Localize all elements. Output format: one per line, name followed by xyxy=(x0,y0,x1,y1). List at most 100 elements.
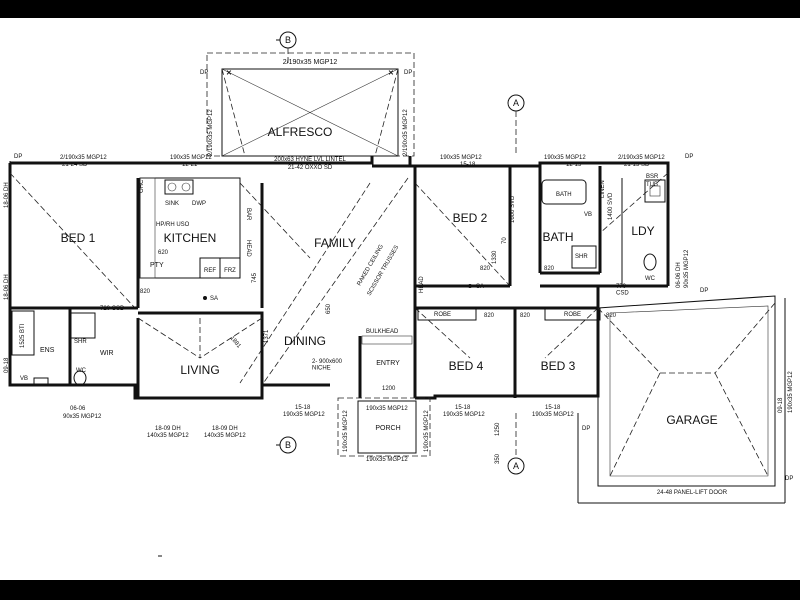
svg-text:LINEN: LINEN xyxy=(600,180,606,198)
bed-2-room: BED 2 190x35 MGP12 15-18 1330 1600 SVD 7… xyxy=(413,155,516,308)
room-ens: ENS xyxy=(40,347,55,354)
svg-text:HEAD: HEAD xyxy=(419,276,425,293)
svg-text:✕: ✕ xyxy=(226,70,232,77)
room-wir: WIR xyxy=(100,350,114,357)
room-bed-4: BED 4 xyxy=(449,359,484,373)
svg-text:190x35 MGP12: 190x35 MGP12 xyxy=(788,371,794,413)
room-living: LIVING xyxy=(180,363,219,377)
svg-text:SA: SA xyxy=(210,296,218,302)
svg-text:✕: ✕ xyxy=(388,70,394,77)
svg-text:21-42 OXXO SD: 21-42 OXXO SD xyxy=(288,165,333,171)
svg-text:650: 650 xyxy=(326,303,332,314)
svg-text:2/190x35 MGP12: 2/190x35 MGP12 xyxy=(618,155,665,161)
svg-text:DP: DP xyxy=(785,476,793,482)
svg-text:FRZ: FRZ xyxy=(224,268,236,274)
svg-text:DWP: DWP xyxy=(192,201,206,207)
svg-text:18-06 DH: 18-06 DH xyxy=(4,182,10,208)
svg-text:620: 620 xyxy=(158,250,169,256)
svg-text:2/190x35 MGP12: 2/190x35 MGP12 xyxy=(208,109,214,156)
svg-text:90x35 MGP12: 90x35 MGP12 xyxy=(63,414,102,420)
svg-text:1330: 1330 xyxy=(492,250,498,264)
svg-text:21-15 SD: 21-15 SD xyxy=(624,162,650,168)
svg-text:A: A xyxy=(513,461,519,471)
svg-text:09-18: 09-18 xyxy=(778,397,784,413)
svg-text:190x35 MGP12: 190x35 MGP12 xyxy=(443,412,485,418)
svg-text:B: B xyxy=(285,35,291,45)
svg-text:820: 820 xyxy=(520,313,531,319)
room-bed-1: BED 1 xyxy=(61,231,96,245)
bath-room: BATH BATH SHR VB 190x35 MGP12 12-15 820 … xyxy=(538,155,614,275)
room-ldy: LDY xyxy=(631,224,654,238)
bed-1-room: BED 1 DP 2/190x35 MGP12 21-24 SD 18-06 D… xyxy=(4,154,140,312)
family-room: FAMILY RAKED CEILING SCISSOR TRUSSES SA … xyxy=(314,236,484,297)
svg-text:B: B xyxy=(285,440,291,450)
svg-text:OHC: OHC xyxy=(139,179,145,193)
bed-3-room: ROBE BED 3 820 820 15-18 190x35 MGP12 12… xyxy=(495,307,617,464)
svg-text:190x35 MGP12: 190x35 MGP12 xyxy=(440,155,482,161)
section-marker-b-bottom: B xyxy=(276,436,297,454)
svg-text:820: 820 xyxy=(140,289,151,295)
svg-text:745: 745 xyxy=(252,272,258,283)
room-alfresco: ALFRESCO xyxy=(268,125,333,139)
svg-text:DP: DP xyxy=(200,70,208,76)
svg-text:2/190x35 MGP12: 2/190x35 MGP12 xyxy=(403,109,409,156)
svg-text:SHR: SHR xyxy=(575,254,588,260)
laundry-room: LDY TUB BSR WC 2/190x35 MGP12 21-15 SD 7… xyxy=(616,154,708,297)
svg-text:1250: 1250 xyxy=(495,422,501,436)
porch-area: PORCH 190x35 MGP12 190x35 MGP12 190x35 M… xyxy=(337,397,431,463)
svg-text:190x35 MGP12: 190x35 MGP12 xyxy=(366,457,408,463)
svg-text:15-18: 15-18 xyxy=(455,405,471,411)
room-dining: DINING xyxy=(284,334,326,348)
room-entry: ENTRY xyxy=(376,360,400,367)
svg-text:WC: WC xyxy=(645,276,656,282)
svg-text:190x35 MGP12: 190x35 MGP12 xyxy=(424,410,430,452)
svg-text:12-21: 12-21 xyxy=(182,162,198,168)
svg-text:DP: DP xyxy=(582,426,590,432)
svg-text:12-15: 12-15 xyxy=(566,162,582,168)
dining-room: DINING 1371 650 15-18 190x35 MGP12 xyxy=(264,303,332,418)
svg-text:VB: VB xyxy=(584,212,592,218)
section-marker-a-bottom: A xyxy=(507,413,525,475)
svg-text:BULKHEAD: BULKHEAD xyxy=(366,329,399,335)
room-bed-3: BED 3 xyxy=(541,359,576,373)
svg-text:820: 820 xyxy=(544,266,555,272)
svg-text:TUB: TUB xyxy=(646,182,658,188)
svg-text:24-48 PANEL-LIFT DOOR: 24-48 PANEL-LIFT DOOR xyxy=(657,490,728,496)
room-kitchen: KITCHEN xyxy=(164,231,217,245)
svg-text:SCISSOR TRUSSES: SCISSOR TRUSSES xyxy=(367,245,401,297)
svg-text:720 CSD: 720 CSD xyxy=(100,306,125,312)
svg-text:06-06: 06-06 xyxy=(70,406,86,412)
svg-text:VB: VB xyxy=(20,376,28,382)
svg-text:820: 820 xyxy=(480,266,491,272)
svg-text:190x35 MGP12: 190x35 MGP12 xyxy=(343,410,349,452)
svg-text:A: A xyxy=(513,98,519,108)
svg-text:1881: 1881 xyxy=(228,335,242,350)
svg-text:820: 820 xyxy=(484,313,495,319)
svg-text:DP: DP xyxy=(404,70,412,76)
floor-plan-sheet: B B A A ✕ ✕ 2/190x35 MGP12 DP DP 2/190x3… xyxy=(0,18,800,580)
svg-text:SINK: SINK xyxy=(165,201,179,207)
room-bath: BATH xyxy=(542,230,573,244)
svg-text:1525 BTI: 1525 BTI xyxy=(20,323,26,348)
interior-walls xyxy=(260,183,622,310)
svg-text:09-18: 09-18 xyxy=(4,357,10,373)
svg-text:200x63 HYNE LVL LINTEL: 200x63 HYNE LVL LINTEL xyxy=(274,157,346,163)
svg-text:SHR: SHR xyxy=(74,339,87,345)
svg-text:HP/RH USO: HP/RH USO xyxy=(156,222,190,228)
svg-text:190x35 MGP12: 190x35 MGP12 xyxy=(366,406,408,412)
ensuite-room: 1525 BTI SHR ENS WC VB WIR 09-18 06-06 9… xyxy=(4,308,114,420)
section-marker-a-top: A xyxy=(507,94,525,156)
svg-text:2/190x35 MGP12: 2/190x35 MGP12 xyxy=(60,155,107,161)
svg-text:18-09 DH: 18-09 DH xyxy=(155,426,181,432)
svg-text:1600 SVD: 1600 SVD xyxy=(510,195,516,223)
svg-text:BSR: BSR xyxy=(646,174,659,180)
svg-text:70: 70 xyxy=(502,237,508,244)
svg-text:ROBE: ROBE xyxy=(434,312,451,318)
svg-text:HEAD: HEAD xyxy=(245,240,251,257)
svg-text:18-09 DH: 18-09 DH xyxy=(212,426,238,432)
svg-text:190x35 MGP12: 190x35 MGP12 xyxy=(283,412,325,418)
svg-text:2/190x35 MGP12: 2/190x35 MGP12 xyxy=(283,59,338,66)
room-bed-2: BED 2 xyxy=(453,211,488,225)
floor-plan: B B A A ✕ ✕ 2/190x35 MGP12 DP DP 2/190x3… xyxy=(4,31,794,557)
